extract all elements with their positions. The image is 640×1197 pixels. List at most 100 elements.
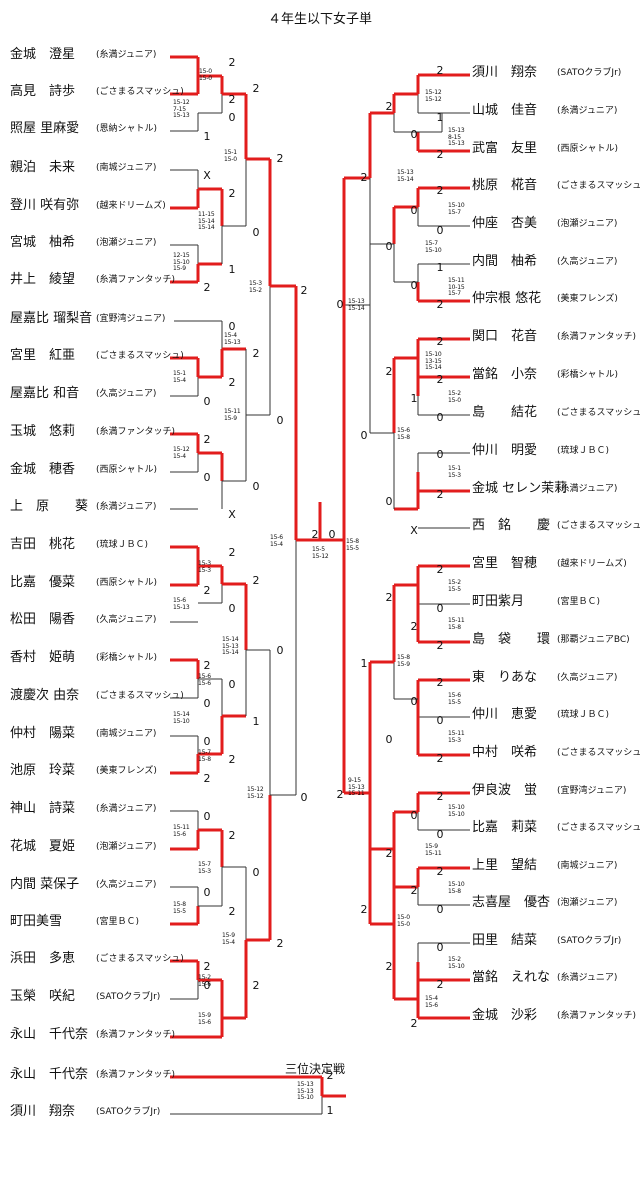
right-player-club: (美東フレンズ) bbox=[557, 294, 618, 304]
game-count: 0 bbox=[228, 320, 236, 333]
game-count: 2 bbox=[436, 488, 444, 501]
game-count: 2 bbox=[228, 905, 236, 918]
right-player-name: 仲川 明愛 bbox=[472, 443, 538, 458]
right-player-name: 仲川 恵愛 bbox=[472, 707, 538, 722]
game-count: 2 bbox=[436, 184, 444, 197]
game-count: X bbox=[228, 508, 236, 521]
game-count: 0 bbox=[385, 240, 393, 253]
left-player-club: (南城ジュニア) bbox=[96, 163, 157, 173]
left-player-name: 町田美雪 bbox=[10, 914, 63, 929]
game-count: 0 bbox=[410, 128, 418, 141]
game-count: 0 bbox=[436, 602, 444, 615]
game-count: 0 bbox=[436, 224, 444, 237]
game-count: 2 bbox=[436, 752, 444, 765]
third-place-player-name: 須川 翔奈 bbox=[10, 1104, 76, 1119]
game-count: 0 bbox=[228, 111, 236, 124]
right-player-club: (西原シャトル) bbox=[557, 144, 619, 154]
left-player-club: (糸満ジュニア) bbox=[96, 502, 157, 512]
game-count: 0 bbox=[203, 395, 211, 408]
game-count: 2 bbox=[203, 960, 211, 973]
left-player-club: (ごさまるスマッシュ) bbox=[96, 351, 184, 361]
right-player-name: 須川 翔奈 bbox=[472, 65, 538, 80]
left-player-name: 宮城 柚希 bbox=[10, 235, 76, 250]
game-count: X bbox=[410, 524, 418, 537]
game-count: 0 bbox=[276, 414, 284, 427]
game-count: 1 bbox=[228, 263, 236, 276]
left-player-club: (泡瀬ジュニア) bbox=[96, 842, 157, 852]
game-count: 2 bbox=[410, 1017, 418, 1030]
left-player-name: 上 原 葵 bbox=[10, 499, 89, 514]
game-count: 2 bbox=[228, 546, 236, 559]
right-player-name: 金城 セレン茉莉 bbox=[472, 481, 568, 496]
game-count: 0 bbox=[328, 528, 336, 541]
game-count: 0 bbox=[436, 903, 444, 916]
game-count: 2 bbox=[385, 591, 393, 604]
right-player-club: (泡瀬ジュニア) bbox=[557, 219, 618, 229]
game-count: 2 bbox=[203, 659, 211, 672]
left-player-club: (恩納シャトル) bbox=[96, 124, 158, 134]
left-player-club: (泡瀬ジュニア) bbox=[96, 238, 157, 248]
left-player-name: 照屋 里麻愛 bbox=[10, 121, 80, 136]
game-count: 2 bbox=[228, 187, 236, 200]
left-player-name: 比嘉 優菜 bbox=[10, 575, 76, 590]
game-count: 2 bbox=[336, 788, 344, 801]
game-count: 0 bbox=[228, 678, 236, 691]
game-count: 0 bbox=[410, 279, 418, 292]
left-player-club: (糸満ジュニア) bbox=[96, 50, 157, 60]
right-player-club: (琉球ＪＢＣ) bbox=[557, 710, 610, 720]
game-count: 2 bbox=[436, 676, 444, 689]
game-count: 2 bbox=[385, 100, 393, 113]
left-player-name: 浜田 多恵 bbox=[10, 951, 76, 966]
game-count: 0 bbox=[203, 735, 211, 748]
right-player-name: 金城 沙彩 bbox=[472, 1008, 538, 1023]
left-player-name: 内間 菜保子 bbox=[10, 877, 80, 892]
right-player-name: 武富 友里 bbox=[472, 141, 538, 156]
right-player-name: 西 銘 慶 bbox=[472, 518, 551, 533]
left-player-club: (越来ドリームズ) bbox=[96, 201, 166, 211]
third-place-player-club: (SATOクラブJr) bbox=[96, 1107, 161, 1117]
game-count: 2 bbox=[436, 639, 444, 652]
game-count: 0 bbox=[203, 810, 211, 823]
left-player-club: (久高ジュニア) bbox=[96, 615, 157, 625]
game-count: 1 bbox=[436, 111, 444, 124]
right-player-name: 島 結花 bbox=[472, 405, 538, 420]
right-player-name: 比嘉 莉菜 bbox=[472, 820, 538, 835]
right-player-club: (宮里ＢＣ) bbox=[557, 597, 601, 607]
right-player-name: 山城 佳音 bbox=[472, 103, 538, 118]
left-player-club: (琉球ＪＢＣ) bbox=[96, 540, 149, 550]
left-player-name: 屋嘉比 瑠梨音 bbox=[10, 311, 93, 326]
third-place-player-name: 永山 千代奈 bbox=[10, 1067, 89, 1082]
game-count: 2 bbox=[252, 574, 260, 587]
game-count: 0 bbox=[436, 448, 444, 461]
game-count: 2 bbox=[311, 528, 319, 541]
right-player-club: (ごさまるスマッシュ) bbox=[557, 748, 640, 758]
left-player-name: 松田 陽香 bbox=[10, 612, 76, 627]
right-player-club: (糸満ファンタッチ) bbox=[557, 332, 637, 342]
game-count: 2 bbox=[276, 152, 284, 165]
left-player-name: 渡慶次 由奈 bbox=[10, 688, 80, 703]
right-player-club: (宜野湾ジュニア) bbox=[557, 786, 627, 796]
game-count: 2 bbox=[228, 93, 236, 106]
game-count: 0 bbox=[436, 411, 444, 424]
left-player-club: (久高ジュニア) bbox=[96, 389, 157, 399]
game-count: 0 bbox=[203, 697, 211, 710]
